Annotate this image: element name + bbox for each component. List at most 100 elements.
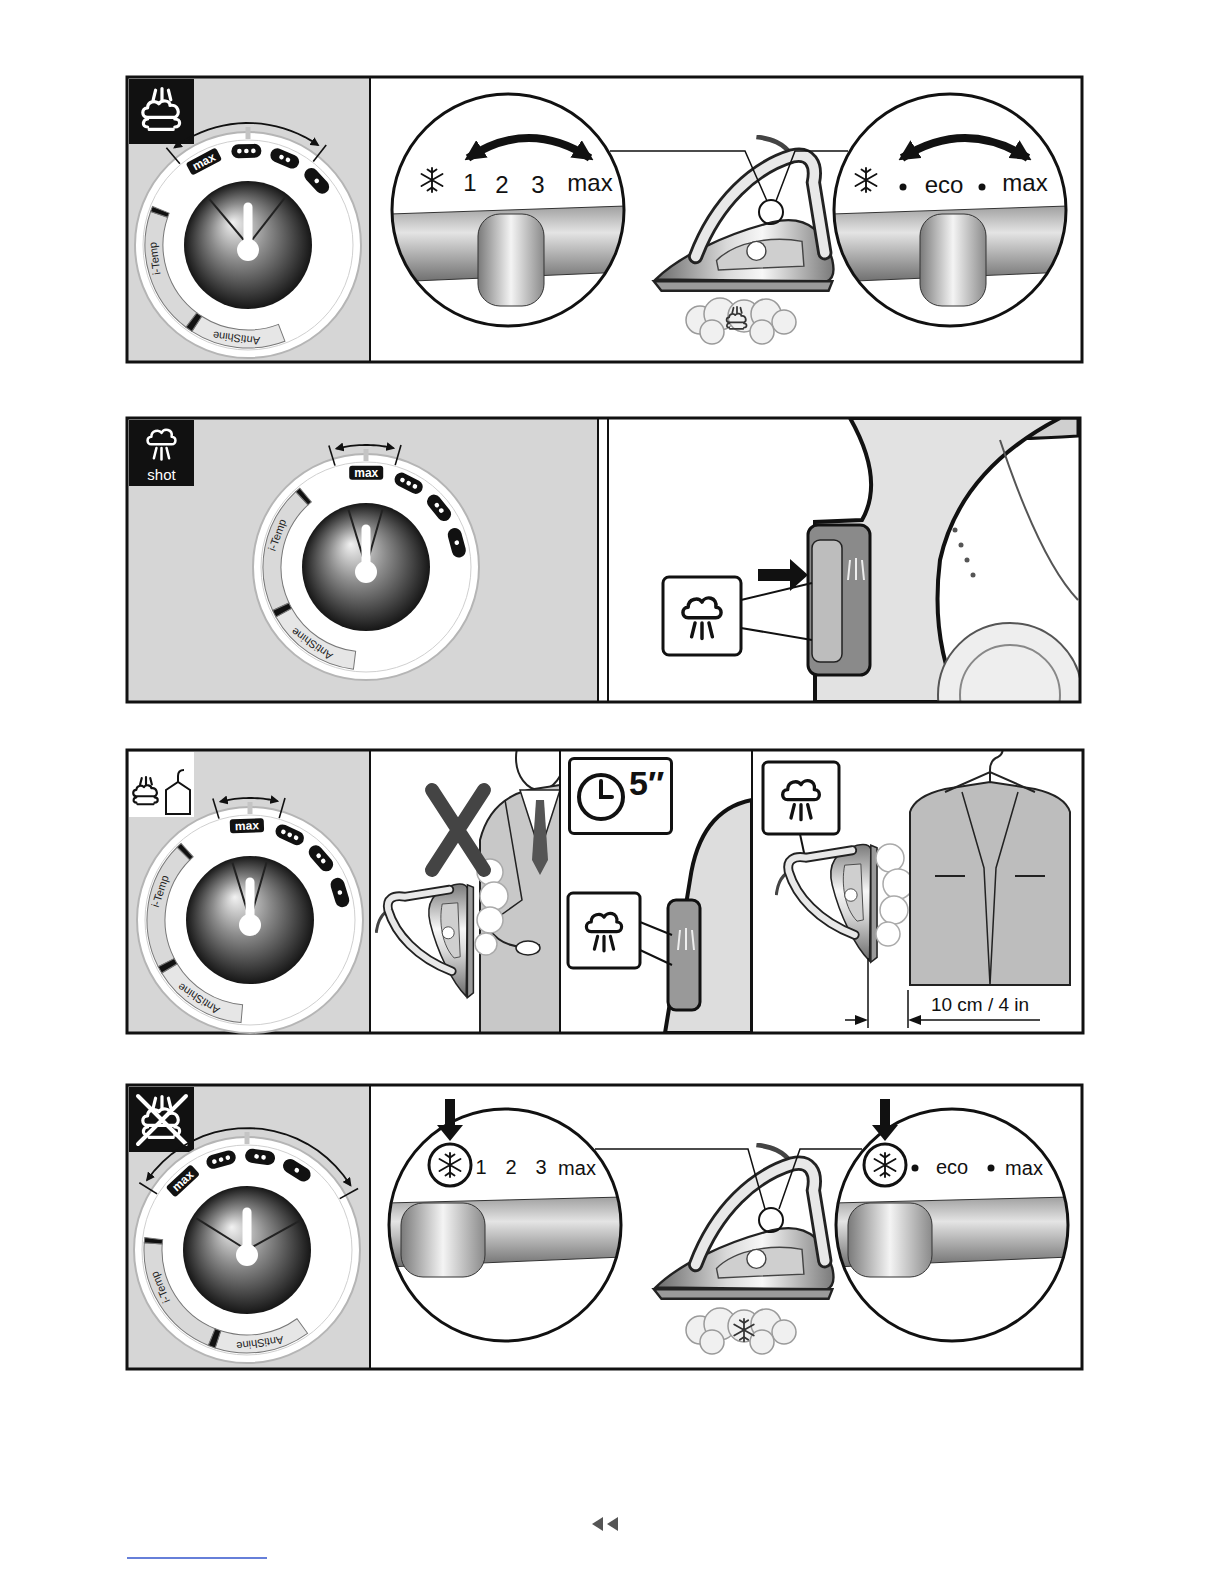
dial-face-part (184, 181, 312, 309)
dial-scale-part (272, 602, 292, 619)
panel-vertical-steam-part-part (516, 941, 540, 955)
dial-scale-part (177, 843, 194, 860)
panel-dry-ironing (127, 1085, 1082, 1369)
dial-face-part (247, 1221, 299, 1250)
dial-face-part (237, 239, 259, 261)
dial-scale-part-part (278, 154, 284, 160)
dial-range-part (329, 446, 335, 466)
panel-steam-shot-part (607, 418, 609, 702)
callout-circle-part (445, 1099, 455, 1127)
dial-scale-part-part (273, 822, 306, 847)
callout-circle (834, 1107, 1070, 1343)
page-marker-part (127, 1557, 267, 1559)
panel-steam-part (143, 89, 180, 130)
dial-face-part (232, 863, 250, 920)
panel-vertical-steam-part (127, 750, 1083, 1033)
no-steam-symbol (440, 1153, 461, 1177)
dial-scale-part-part (337, 890, 343, 896)
selector-lever-part (401, 1203, 485, 1277)
setting-label: 1 (463, 171, 476, 195)
panel-vertical-steam-part-part (945, 772, 1035, 792)
panel-vertical-steam-part (763, 750, 1070, 1028)
panel-vertical-steam-part-part (962, 792, 1018, 985)
setting-label: max (1005, 1158, 1043, 1178)
dial-face-part (183, 1186, 311, 1314)
dial-range-part (139, 1183, 157, 1194)
dial-scale-part (142, 1230, 165, 1253)
panel-steam-part-part (772, 310, 796, 334)
callout-circle-part (880, 1099, 890, 1127)
panel-steam-shot-part-part (812, 540, 842, 662)
dial-scale-part-part (399, 477, 405, 483)
dial-face-part (196, 1218, 247, 1250)
callout-magnifier: ecomax (834, 1107, 1070, 1343)
panel-steam-part (759, 200, 783, 224)
callout-circle-part (912, 1165, 919, 1172)
dial-face-part (137, 807, 363, 1033)
panel-vertical-steam-part-part-part (776, 845, 877, 963)
panel-steam-part (129, 79, 194, 144)
dial-scale-part (188, 290, 286, 373)
setting-label: 1 (475, 1157, 486, 1177)
dial-scale-part-part (424, 492, 454, 524)
panel-vertical-steam-part (369, 750, 371, 1033)
callout-circle-part (389, 1109, 621, 1341)
panel-vertical-steam-part-part (783, 781, 820, 820)
dial-scale-part (182, 312, 205, 333)
panel-dry-ironing-part (759, 1208, 783, 1232)
panel-dry-ironing-part (129, 1087, 194, 1152)
panel-dry-ironing-part (686, 1308, 796, 1354)
dial-scale-part (205, 1149, 238, 1171)
panel-vertical-steam-part-part-part (477, 907, 503, 933)
panel-steam-part (127, 77, 370, 362)
panel-vertical-steam-part-part (665, 800, 752, 1033)
dial-scale-part-part (268, 146, 301, 171)
dial-scale-part (272, 607, 359, 669)
panel-steam-shot-part (663, 577, 741, 655)
dial-scale-part-part (225, 1155, 231, 1161)
setting-label: 2 (505, 1157, 516, 1177)
panel-steam-shot-part (741, 583, 812, 640)
panel-vertical-steam-part-part (568, 893, 640, 968)
selector-lever (834, 1197, 1070, 1277)
panel-vertical-steam-part-part (855, 1015, 868, 1025)
panel-vertical-steam-part (166, 770, 190, 814)
panel-frame-part (127, 750, 1083, 1033)
panel-dry-ironing-part (734, 1319, 754, 1341)
callout-circle-part (988, 1165, 995, 1172)
callout-circle-part (392, 94, 624, 326)
panel-frame-part (369, 1085, 371, 1369)
dial-scale-part (144, 846, 190, 968)
dial-ring: maxi-TempAntiShine (78, 75, 419, 416)
dial-range-part (175, 123, 318, 148)
setting-label: 2 (495, 173, 508, 197)
panel-steam-part-part (750, 320, 774, 344)
callout-circle-part (834, 94, 1066, 326)
setting-label: max (558, 1158, 596, 1178)
panel-vertical-steam-part-part-part (880, 896, 908, 924)
dial-scale-part-part (212, 1159, 218, 1165)
panel-dry-ironing-part (127, 1085, 370, 1369)
selector-lever (387, 1197, 623, 1277)
panel-frame-part (127, 1085, 1082, 1369)
dial-scale-part (123, 1235, 229, 1354)
no-steam-symbol (422, 168, 443, 192)
panel-dry-ironing-part (138, 1096, 186, 1144)
callout-circle (832, 92, 1068, 328)
panel-vertical-steam-part (129, 752, 194, 817)
dial-range-part (220, 798, 277, 802)
dial-range-part (313, 145, 326, 162)
page-marker (127, 1517, 618, 1558)
panel-vertical-steam-part-part (763, 762, 839, 834)
dial-scale-part (209, 1289, 308, 1383)
dial-scale-part-part (261, 1155, 266, 1160)
panel-steam-part (127, 77, 1082, 362)
dial-face-part (142, 1145, 352, 1355)
temperature-dial: maxi-TempAntiShine (117, 1120, 377, 1380)
callout-circle-part (429, 1144, 471, 1186)
dial-scale-part-part (392, 470, 425, 496)
dial-scale-part (306, 842, 336, 874)
dial-face-part (348, 510, 366, 567)
dial-face-part (261, 462, 471, 672)
